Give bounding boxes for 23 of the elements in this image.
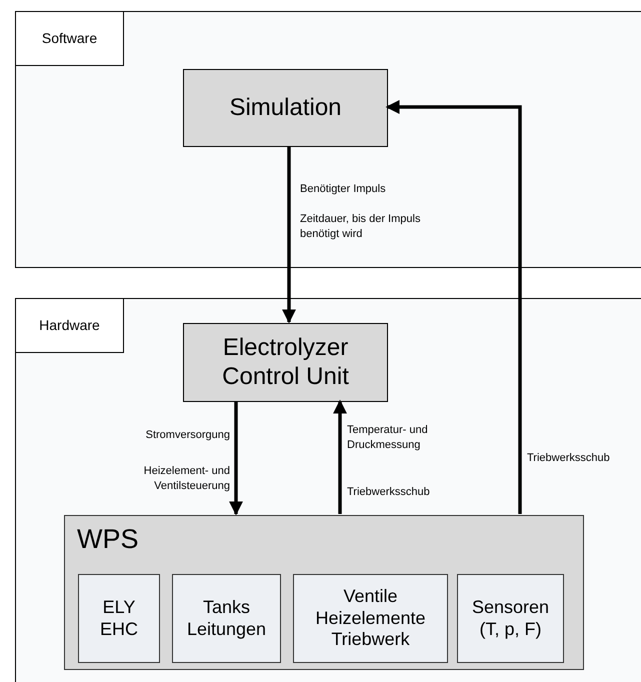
signal-note: Heizelement- und Ventilsteuerung [142, 464, 230, 494]
component-box: Ventile Heizelemente Triebwerk [293, 574, 448, 663]
signal-note: Zeitdauer, bis der Impuls benötigt wird [300, 212, 422, 242]
arrow [386, 100, 522, 514]
layer-panel [15, 11, 641, 268]
arrow [333, 400, 347, 514]
layer-panel [15, 298, 641, 682]
edge-label: Temperatur- und Druckmessung [347, 423, 429, 454]
process-box: Simulation [183, 69, 388, 147]
component-box: Sensoren (T, p, F) [457, 574, 564, 663]
signal-note: Triebwerksschub [347, 485, 431, 500]
edge-label: Stromversorgung [144, 428, 230, 443]
edge-label: Benötigter Impuls [300, 182, 387, 197]
arrow [282, 146, 296, 324]
component-box: Tanks Leitungen [172, 574, 281, 663]
layer-label: Software [15, 11, 124, 66]
group-title: WPS [77, 526, 139, 553]
edge-label: Triebwerksschub [527, 451, 611, 466]
group-box [64, 515, 584, 670]
arrow [229, 401, 243, 516]
process-box: Electrolyzer Control Unit [183, 323, 388, 402]
component-box: ELY EHC [78, 574, 160, 663]
layer-label: Hardware [15, 298, 124, 353]
